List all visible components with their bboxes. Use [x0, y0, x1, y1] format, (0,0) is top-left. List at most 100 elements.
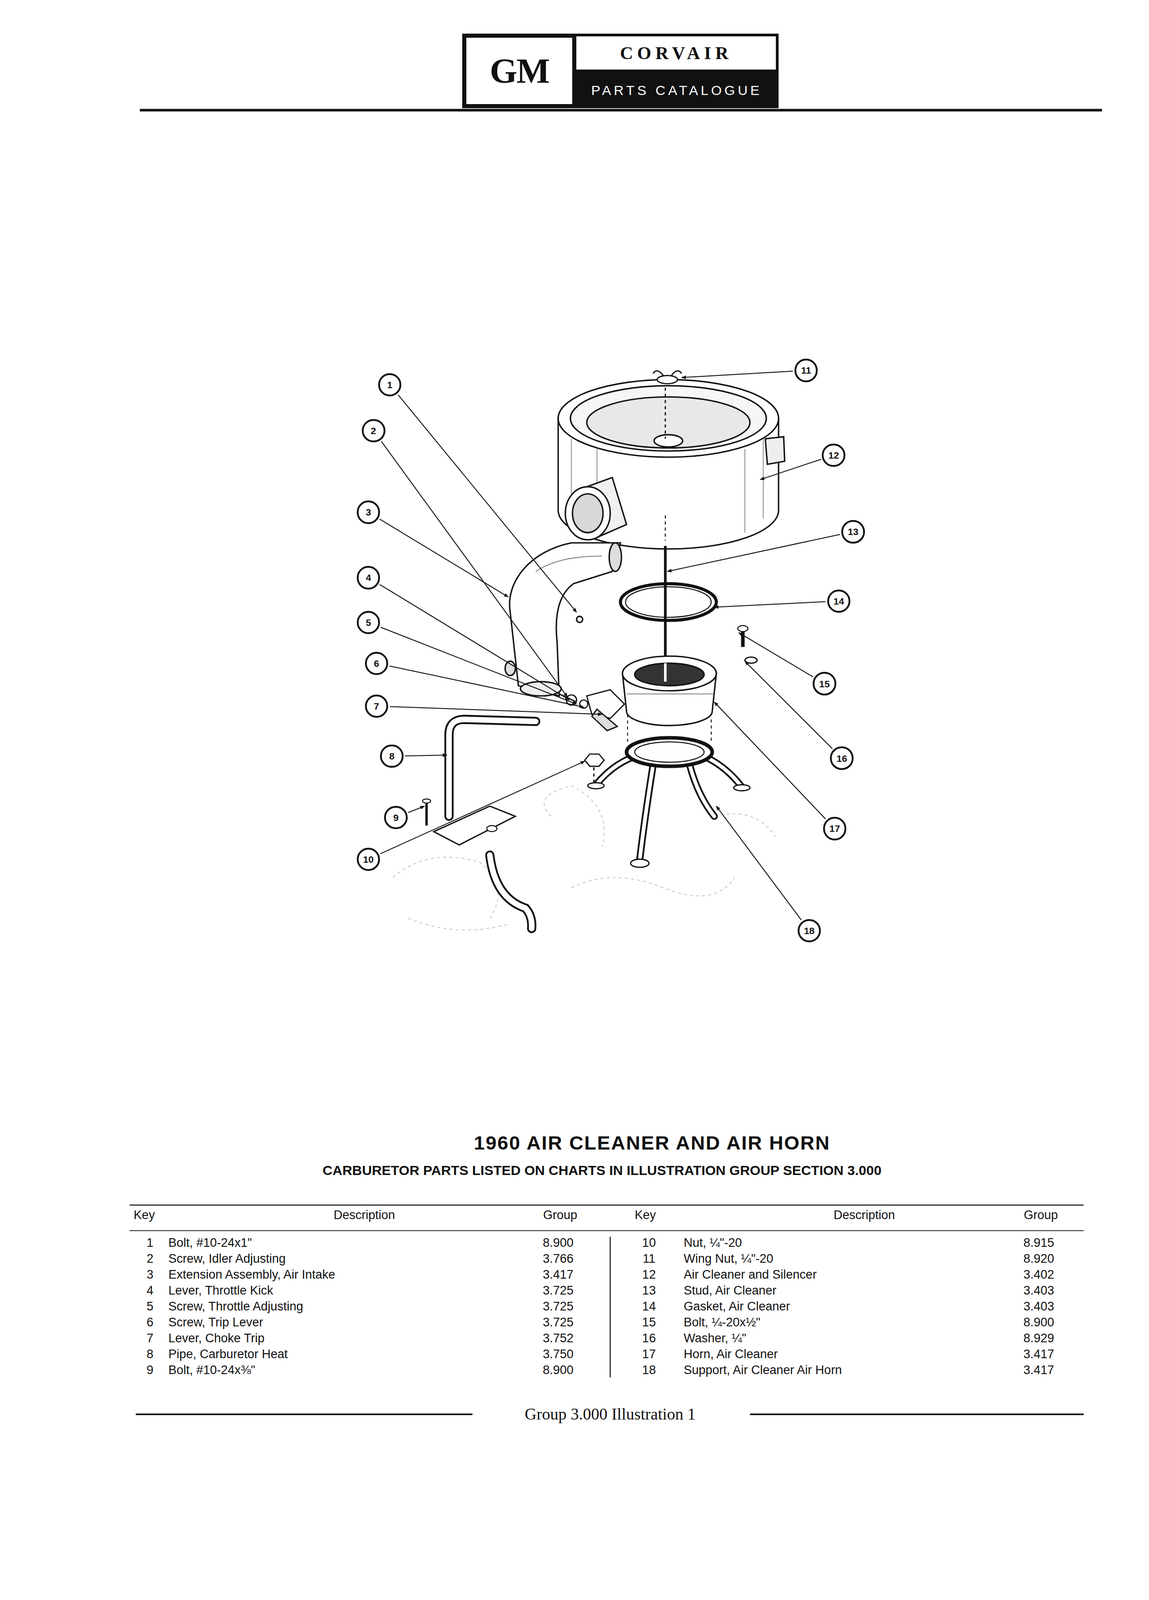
logo-box: GM	[462, 33, 577, 109]
group-cell: 3.725	[542, 1299, 574, 1314]
leader-line	[714, 601, 826, 608]
description-cell: Air Cleaner and Silencer	[683, 1267, 817, 1282]
table-header: Key	[133, 1208, 155, 1223]
key-cell: 4	[146, 1283, 154, 1298]
heat-pipe	[489, 854, 532, 929]
leader-line	[738, 632, 813, 677]
wing-nut	[653, 370, 682, 439]
wing-nut	[653, 370, 682, 376]
group-cell: 3.752	[542, 1331, 574, 1346]
callout-text: 10	[363, 854, 374, 865]
bolt-washer	[740, 630, 745, 647]
callout-number: 2	[361, 419, 386, 443]
support	[596, 757, 741, 860]
intake-extension	[504, 661, 515, 676]
heat-pipe	[489, 854, 532, 929]
description-cell: Wing Nut, ¼"-20	[683, 1251, 774, 1266]
heat-pipe	[425, 801, 428, 825]
leader-line	[379, 584, 570, 700]
group-cell: 8.900	[1023, 1315, 1055, 1330]
gasket	[620, 583, 717, 621]
callout-text: 9	[393, 812, 399, 823]
callout-text: 14	[833, 595, 845, 607]
group-cell: 8.900	[542, 1235, 574, 1250]
intake-extension	[509, 542, 621, 696]
heat-pipe	[433, 805, 516, 845]
wing-nut	[664, 387, 666, 439]
callout-text: 12	[828, 449, 840, 461]
callout-text: 11	[801, 364, 812, 376]
heat-pipe	[422, 799, 431, 804]
key-cell: 9	[146, 1363, 154, 1378]
choke-levers	[559, 689, 625, 731]
description-cell: Screw, Trip Lever	[168, 1315, 264, 1330]
callout-number: 6	[364, 651, 389, 676]
air-cleaner-silencer	[565, 486, 611, 540]
stud	[664, 545, 667, 664]
callout-number: 13	[841, 519, 865, 544]
leader-line	[389, 665, 584, 707]
table-header: Group	[1023, 1208, 1058, 1223]
leader-lines	[379, 371, 840, 920]
key-cell: 7	[146, 1331, 154, 1346]
key-cell: 18	[642, 1363, 656, 1378]
air-cleaner-silencer	[572, 494, 604, 533]
key-cell: 8	[146, 1347, 154, 1362]
table-rules	[135, 1413, 473, 1416]
header-rule	[139, 109, 1103, 112]
callout-text: 13	[847, 526, 859, 537]
group-cell: 8.929	[1023, 1331, 1055, 1346]
callout-number: 16	[829, 746, 854, 770]
group-cell: 3.403	[1023, 1283, 1055, 1298]
key-cell: 2	[146, 1251, 154, 1266]
engine-ghost	[571, 877, 735, 896]
support	[587, 782, 605, 789]
group-cell: 3.750	[542, 1347, 574, 1362]
group-cell: 3.417	[542, 1267, 574, 1282]
support	[639, 765, 654, 860]
bolt-washer	[737, 625, 758, 664]
leader-line	[389, 706, 603, 715]
choke-levers	[591, 709, 618, 731]
callout-text: 5	[365, 617, 372, 628]
table-header: Description	[833, 1208, 895, 1223]
intake-extension	[576, 616, 583, 623]
callout-text: 16	[836, 753, 848, 764]
key-cell: 3	[146, 1267, 154, 1282]
callout-text: 18	[804, 925, 815, 936]
callout-number: 8	[379, 744, 404, 769]
intake-extension	[504, 542, 622, 696]
intake-extension	[520, 681, 562, 696]
callout-text: 2	[370, 425, 377, 436]
callout-number: 18	[797, 919, 822, 943]
support	[587, 714, 750, 868]
key-cell: 15	[642, 1315, 656, 1330]
callout-number: 14	[827, 589, 851, 614]
leader-line	[379, 519, 509, 597]
support	[689, 765, 715, 817]
callout-text: 17	[829, 823, 840, 834]
group-cell: 3.766	[542, 1251, 574, 1266]
intake-extension	[535, 555, 603, 572]
key-cell: 5	[146, 1299, 154, 1314]
description-cell: Support, Air Cleaner Air Horn	[683, 1363, 842, 1378]
key-cell: 17	[642, 1347, 656, 1362]
air-cleaner-silencer	[586, 396, 750, 448]
heat-pipe	[449, 719, 536, 817]
nut	[593, 767, 595, 786]
leader-line	[716, 805, 802, 920]
engine-ghost	[408, 918, 510, 930]
gasket	[620, 583, 717, 621]
callout-number: 1	[378, 373, 402, 397]
leader-line	[667, 534, 840, 572]
wing-nut	[657, 375, 678, 384]
description-cell: Screw, Throttle Adjusting	[168, 1299, 304, 1314]
table-header: Key	[634, 1208, 656, 1223]
callout-text: 6	[374, 658, 380, 669]
description-cell: Lever, Choke Trip	[168, 1331, 265, 1346]
description-cell: Lever, Throttle Kick	[168, 1283, 274, 1298]
table-rules	[129, 1229, 1084, 1231]
callout-text: 15	[819, 678, 830, 690]
key-cell: 1	[146, 1235, 154, 1250]
group-cell: 8.920	[1023, 1251, 1055, 1266]
